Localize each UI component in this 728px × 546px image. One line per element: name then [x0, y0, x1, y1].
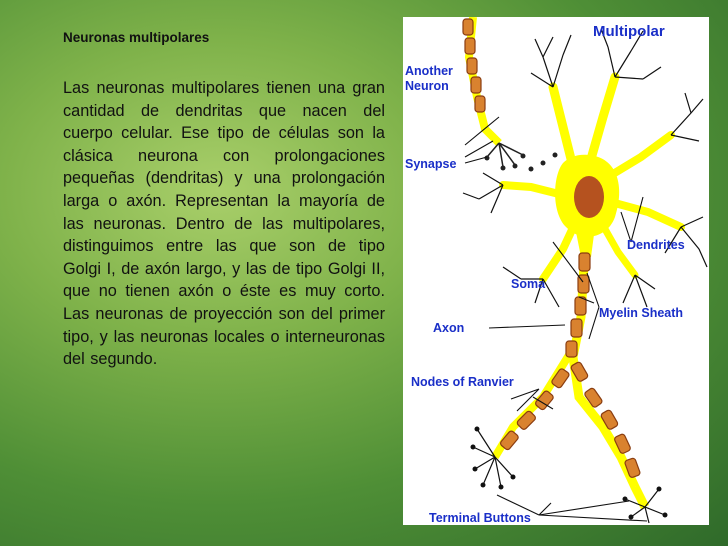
label-myelin-sheath: Myelin Sheath — [599, 306, 683, 320]
label-soma: Soma — [511, 277, 546, 291]
another-neuron-axon — [462, 17, 558, 172]
slide-paragraph: Las neuronas multipolares tienen una gra… — [63, 79, 385, 369]
label-another: Another — [405, 64, 453, 78]
slide-title: Neuronas multipolares — [63, 30, 210, 45]
label-terminal-buttons: Terminal Buttons — [429, 511, 531, 525]
label-synapse: Synapse — [405, 157, 456, 171]
soma — [555, 154, 620, 257]
axon — [470, 246, 668, 524]
dendrite-branches — [462, 28, 708, 308]
label-dendrites: Dendrites — [627, 238, 685, 252]
terminal-buttons — [470, 426, 668, 520]
label-axon: Axon — [433, 321, 464, 335]
label-pointers — [464, 116, 648, 522]
neuron-diagram-svg: Multipolar Another Neuron Synapse Dendri… — [405, 17, 708, 525]
neuron-diagram: Multipolar Another Neuron Synapse Dendri… — [403, 17, 709, 525]
figure-title: Multipolar — [593, 23, 665, 40]
dendrites — [499, 72, 685, 283]
nucleus — [574, 176, 604, 218]
label-neuron: Neuron — [405, 79, 449, 93]
terminal-branches — [472, 428, 666, 524]
label-nodes-of-ranvier: Nodes of Ranvier — [411, 375, 514, 389]
myelin-sheath — [500, 252, 641, 478]
